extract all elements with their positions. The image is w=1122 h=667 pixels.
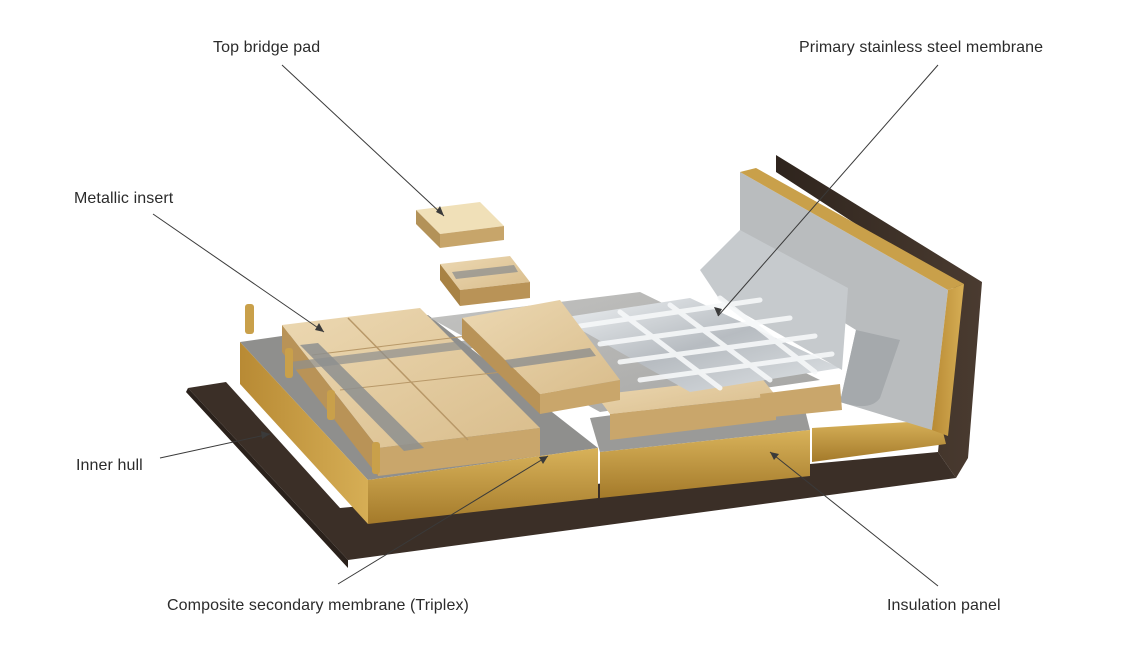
arrowhead xyxy=(315,323,324,332)
label-insulation-panel: Insulation panel xyxy=(887,597,1001,614)
inner-hull-floor-edge xyxy=(186,388,348,568)
stud xyxy=(372,442,380,474)
leader-insulation-panel xyxy=(769,451,939,587)
metallic-insert-strip-2 xyxy=(290,340,474,370)
leader-top-bridge-pad xyxy=(281,64,445,217)
arrowhead xyxy=(714,307,722,316)
stud xyxy=(245,304,254,334)
arrowhead xyxy=(436,206,444,216)
stud xyxy=(285,348,293,378)
leader-metallic-insert xyxy=(152,213,325,333)
arrowhead xyxy=(770,452,779,460)
plywood-box-right-front xyxy=(760,384,842,418)
insulation-panel-right-front xyxy=(812,420,946,462)
label-secondary-membrane: Composite secondary membrane (Triplex) xyxy=(167,597,469,614)
insulation-panel-mid-front xyxy=(600,430,810,498)
label-inner-hull: Inner hull xyxy=(76,457,143,474)
leader-primary-membrane xyxy=(717,64,939,317)
wall-insulation-side xyxy=(932,284,964,436)
metallic-insert-strip xyxy=(300,343,424,451)
label-metallic-insert: Metallic insert xyxy=(74,190,174,207)
plywood-box-mid-front xyxy=(610,396,776,440)
large-cover-panel-side xyxy=(462,318,540,414)
large-cover-panel-top xyxy=(462,300,620,394)
arrowhead xyxy=(261,431,270,439)
top-bridge-pad-front xyxy=(440,226,504,248)
cover-panel-insert xyxy=(505,348,596,368)
inner-hull-wall xyxy=(776,155,982,478)
arrowhead xyxy=(539,456,548,464)
lower-bridge-pad-insert xyxy=(452,265,518,279)
leader-arrowheads xyxy=(261,206,779,464)
wall-insulation-edge xyxy=(740,168,964,290)
large-cover-panel-front xyxy=(540,380,620,414)
insulation-panel-left-side xyxy=(240,342,368,524)
stud xyxy=(327,390,335,420)
lower-bridge-pad-front xyxy=(460,282,530,306)
anchoring-studs xyxy=(245,304,380,474)
plywood-box-front-left xyxy=(378,428,540,476)
lower-bridge-pad-side xyxy=(440,264,460,306)
primary-stainless-steel-membrane xyxy=(560,230,848,392)
plywood-box-top-left xyxy=(282,308,540,448)
primary-insulation-right xyxy=(596,376,842,440)
top-bridge-pad-side xyxy=(416,210,440,248)
leader-inner-hull xyxy=(159,433,271,459)
leader-lines xyxy=(152,64,939,587)
corrugation-ridges xyxy=(577,295,835,391)
insulation-panel-left-front xyxy=(368,448,598,524)
label-primary-membrane: Primary stainless steel membrane xyxy=(799,39,1044,56)
label-top-bridge-pad: Top bridge pad xyxy=(213,39,321,56)
plywood-box-mid-top xyxy=(596,376,776,414)
wall-corner-curve xyxy=(840,330,900,407)
leader-secondary-membrane xyxy=(337,455,549,585)
